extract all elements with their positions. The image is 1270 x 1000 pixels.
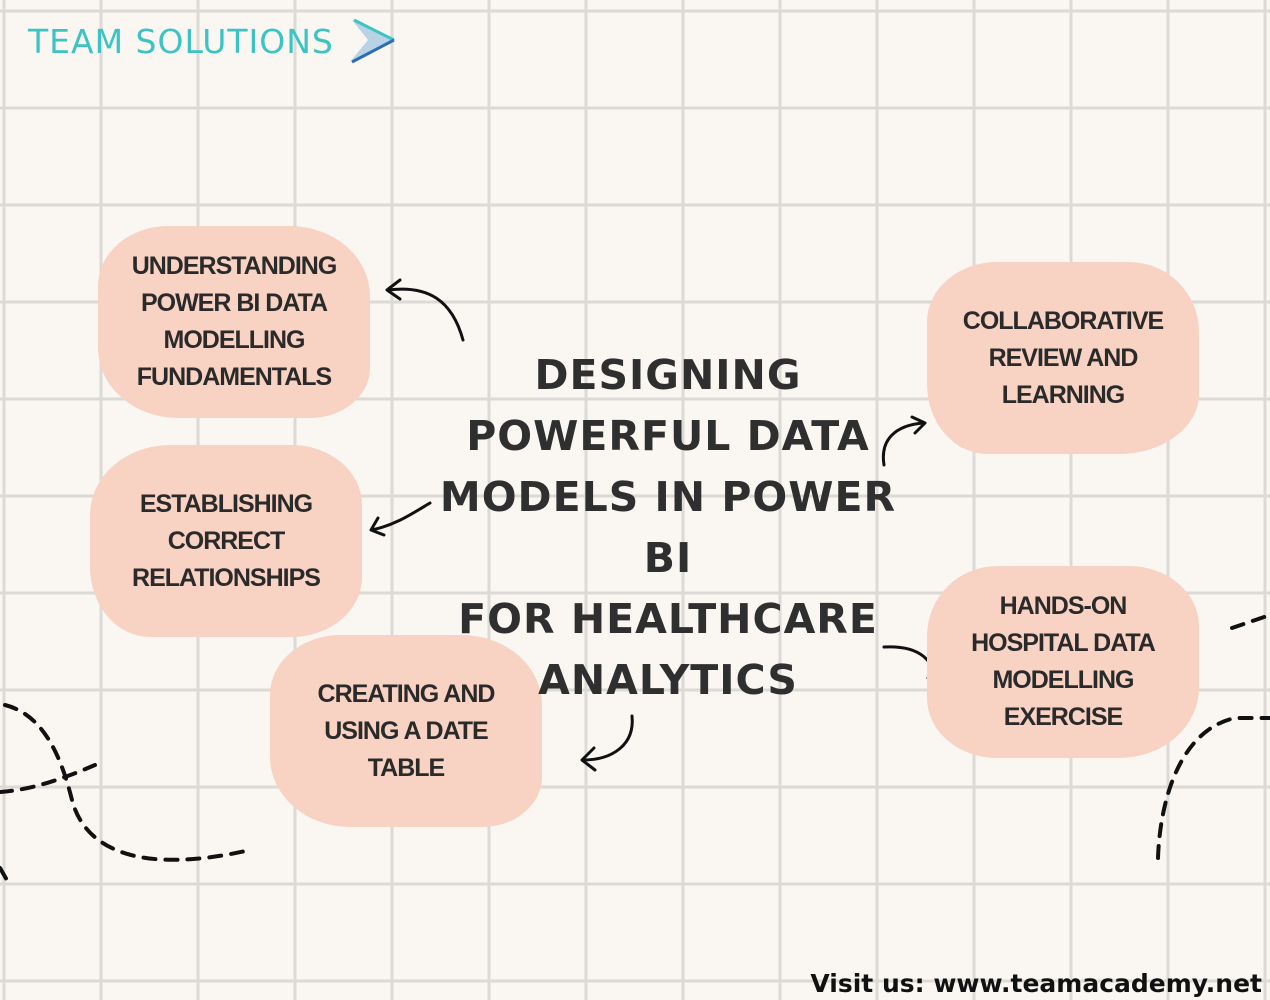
brand-name: TEAM SOLUTIONS <box>28 21 334 61</box>
brand-logo: TEAM SOLUTIONS <box>28 18 398 64</box>
dashed-curve-left-3 <box>0 866 10 884</box>
arrow-to-collaborative-icon <box>881 415 927 467</box>
dashed-curve-right-2 <box>1230 613 1270 630</box>
arrow-to-relationships-icon <box>369 501 432 537</box>
dashed-curve-right <box>1156 716 1270 860</box>
topic-label: UNDERSTANDING POWER BI DATA MODELLING FU… <box>131 252 338 391</box>
chevron-right-icon <box>349 18 395 64</box>
topic-relationships: ESTABLISHING CORRECT RELATIONSHIPS <box>90 445 362 637</box>
topic-collaborative: COLLABORATIVE REVIEW AND LEARNING <box>927 262 1199 454</box>
topic-label: ESTABLISHING CORRECT RELATIONSHIPS <box>132 489 321 592</box>
topic-fundamentals: UNDERSTANDING POWER BI DATA MODELLING FU… <box>98 226 370 418</box>
arrow-to-fundamentals-icon <box>385 278 465 342</box>
arrow-to-date-table-icon <box>580 714 634 772</box>
topic-label: HANDS-ON HOSPITAL DATA MODELLING EXERCIS… <box>971 592 1156 731</box>
dashed-curve-left <box>3 703 252 862</box>
dashed-curve-left-2 <box>0 763 97 794</box>
topic-label: COLLABORATIVE REVIEW AND LEARNING <box>962 306 1164 409</box>
page-title: DESIGNING POWERFUL DATA MODELS IN POWER … <box>439 351 897 704</box>
topic-date-table: CREATING AND USING A DATE TABLE <box>270 635 542 827</box>
topic-hands-on: HANDS-ON HOSPITAL DATA MODELLING EXERCIS… <box>927 566 1199 758</box>
website-link[interactable]: Visit us: www.teamacademy.net <box>810 969 1262 998</box>
topic-label: CREATING AND USING A DATE TABLE <box>317 679 496 782</box>
